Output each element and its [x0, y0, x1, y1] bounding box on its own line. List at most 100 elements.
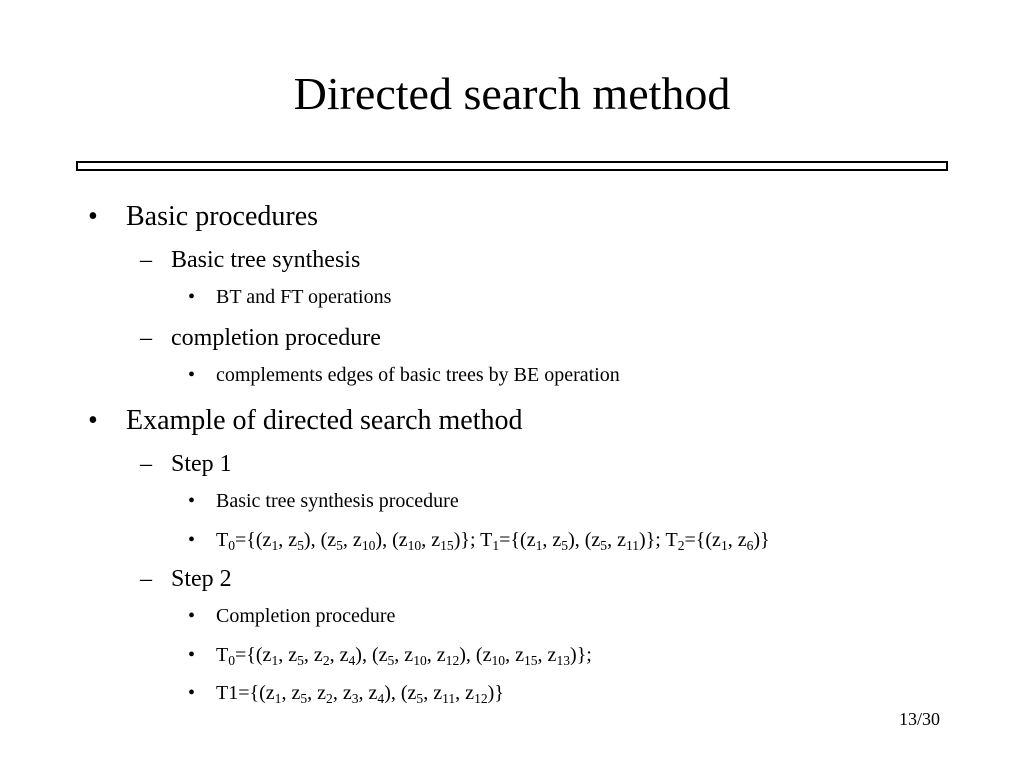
formula-subscript: 0 [228, 537, 236, 553]
formula-subscript: 4 [377, 690, 385, 706]
formula-subscript: 2 [326, 690, 333, 706]
formula-subscript: 10 [491, 652, 506, 668]
bullet-marker: • [188, 529, 196, 551]
formula-subscript: 10 [361, 537, 376, 553]
formula-subscript: 1 [492, 537, 500, 553]
formula-text: , z [426, 644, 446, 666]
formula-text: )} [753, 529, 770, 551]
title-divider [76, 161, 948, 171]
formula-text: ={(z [235, 529, 272, 551]
outline-item-level-1: Basic procedures [126, 201, 319, 232]
formula-subscript: 5 [300, 690, 308, 706]
formula-text: ={(z [499, 529, 536, 551]
formula-subscript: 11 [625, 537, 640, 553]
formula-subscript: 5 [416, 690, 424, 706]
formula-text: , z [278, 529, 298, 551]
outline-item-level-3: Basic tree synthesis procedure [216, 490, 459, 512]
formula-text: ={(z [235, 644, 272, 666]
formula-subscript: 5 [336, 537, 343, 553]
page-number: 13/30 [898, 709, 940, 729]
formula-subscript: 5 [387, 652, 395, 668]
formula-subscript: 12 [474, 690, 488, 706]
bullet-marker: • [188, 490, 196, 512]
formula-text: )}; T [453, 529, 493, 551]
bullet-marker: • [188, 682, 196, 704]
formula-text: , z [455, 682, 475, 704]
formula-text: , z [278, 644, 298, 666]
bullet-marker: • [188, 286, 196, 308]
outline-item-level-3: BT and FT operations [216, 286, 392, 308]
outline-item-level-2: Step 2 [171, 566, 232, 592]
formula-text: ), (z [303, 529, 337, 551]
formula-text: ={(z [684, 529, 721, 551]
formula-subscript: 2 [677, 537, 685, 553]
outline-item-level-3: T0={(z1, z5), (z5, z10), (z10, z15)}; T1… [216, 527, 770, 553]
formula-subscript: 1 [271, 537, 279, 553]
outline-item-level-3: T0={(z1, z5, z2, z4), (z5, z10, z12), (z… [216, 642, 592, 668]
dash-marker: – [140, 566, 152, 592]
formula-text: )}; T [639, 529, 678, 551]
dash-marker: – [140, 247, 152, 273]
formula-subscript: 5 [297, 537, 304, 553]
formula-text: T [216, 644, 229, 666]
formula-text: , z [727, 529, 747, 551]
bullet-marker: • [188, 644, 196, 666]
formula-text: , z [358, 682, 378, 704]
formula-subscript: 3 [351, 690, 359, 706]
formula-subscript: 6 [746, 537, 754, 553]
formula-text: , z [394, 644, 414, 666]
formula-text: )} [487, 682, 504, 704]
formula-text: , z [342, 529, 362, 551]
formula-subscript: 1 [274, 690, 282, 706]
outline-item-level-2: completion procedure [171, 325, 381, 351]
dash-marker: – [140, 325, 152, 351]
bullet-marker: • [88, 405, 98, 436]
formula-text: , z [307, 682, 327, 704]
outline-item-level-2: Step 1 [171, 451, 232, 477]
formula-text: , z [332, 682, 352, 704]
bullet-marker: • [88, 201, 98, 232]
outline-item-level-2: Basic tree synthesis [171, 247, 361, 273]
formula-text: )}; [570, 644, 592, 666]
formula-text: , z [329, 644, 349, 666]
formula-text: ), (z [459, 644, 492, 666]
formula-text: ), (z [375, 529, 408, 551]
formula-text: T1={(z [216, 682, 275, 704]
formula-subscript: 1 [720, 537, 728, 553]
formula-subscript: 5 [297, 652, 304, 668]
outline-item-level-1: Example of directed search method [126, 405, 523, 436]
formula-subscript: 11 [442, 690, 456, 706]
formula-text: , z [537, 644, 557, 666]
outline-item-level-3: T1={(z1, z5, z2, z3, z4), (z5, z11, z12)… [216, 680, 504, 706]
slide-title: Directed search method [293, 68, 731, 119]
bullet-marker: • [188, 605, 196, 627]
formula-text: ), (z [355, 644, 388, 666]
formula-text: , z [542, 529, 562, 551]
formula-subscript: 10 [407, 537, 422, 553]
formula-subscript: 5 [600, 537, 608, 553]
formula-text: ), (z [568, 529, 601, 551]
formula-text: , z [607, 529, 626, 551]
formula-text: , z [421, 529, 441, 551]
formula-text: , z [303, 644, 323, 666]
formula-text: , z [281, 682, 301, 704]
outline-item-level-3: complements edges of basic trees by BE o… [216, 364, 620, 386]
formula-subscript: 15 [440, 537, 454, 553]
formula-subscript: 15 [523, 652, 538, 668]
outline-item-level-3: Completion procedure [216, 605, 396, 627]
formula-text: , z [505, 644, 524, 666]
formula-subscript: 10 [413, 652, 427, 668]
formula-text: T [216, 529, 229, 551]
formula-text: , z [423, 682, 443, 704]
formula-subscript: 5 [561, 537, 569, 553]
formula-subscript: 0 [228, 652, 236, 668]
dash-marker: – [140, 451, 152, 477]
formula-subscript: 12 [445, 652, 460, 668]
formula-subscript: 1 [535, 537, 543, 553]
formula-subscript: 13 [556, 652, 571, 668]
formula-subscript: 1 [271, 652, 279, 668]
formula-subscript: 2 [322, 652, 330, 668]
formula-subscript: 4 [348, 652, 356, 668]
bullet-marker: • [188, 364, 196, 386]
